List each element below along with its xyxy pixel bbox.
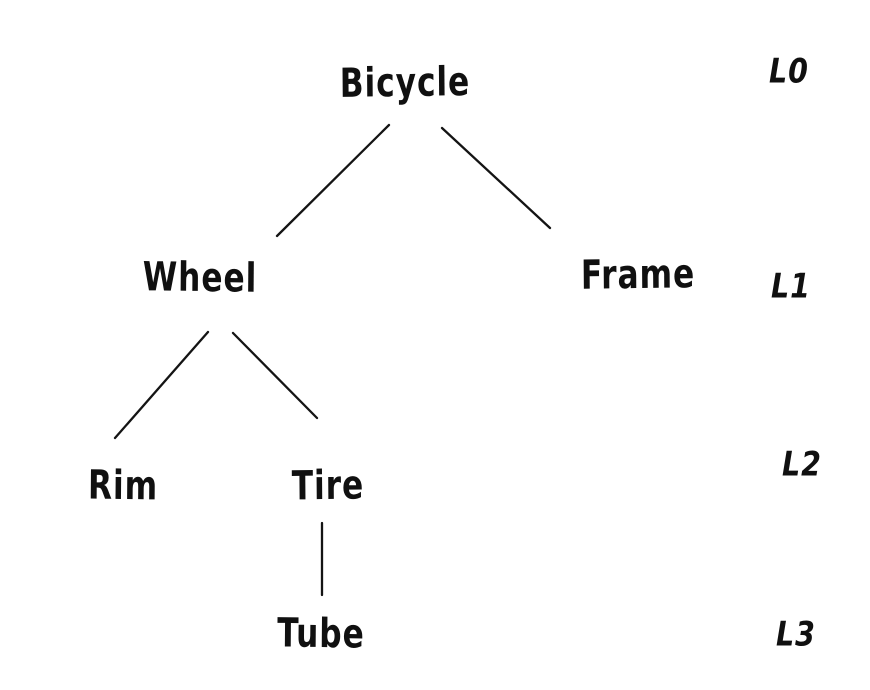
edge-bicycle-wheel — [275, 123, 391, 238]
node-bicycle: Bicycle — [339, 58, 471, 108]
level-label-l0: L0 — [769, 52, 809, 92]
edge-wheel-rim — [113, 330, 210, 440]
edge-bicycle-frame — [440, 126, 552, 230]
node-frame: Frame — [580, 250, 696, 300]
level-label-l1: L1 — [771, 267, 811, 307]
node-tube: Tube — [277, 609, 365, 659]
node-tire: Tire — [291, 461, 365, 511]
level-label-l3: L3 — [776, 615, 816, 655]
node-wheel: Wheel — [142, 253, 258, 303]
edge-wheel-tire — [231, 331, 319, 420]
node-rim: Rim — [87, 461, 159, 511]
level-label-l2: L2 — [782, 445, 822, 485]
